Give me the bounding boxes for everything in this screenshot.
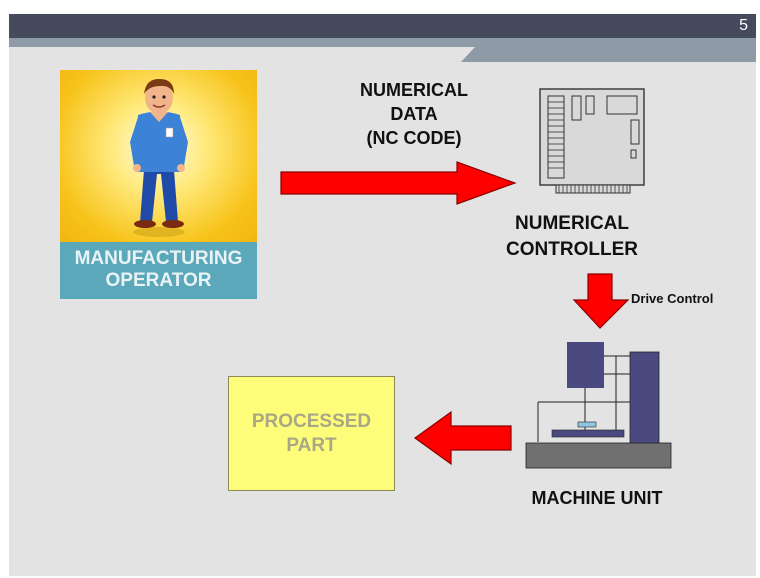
subtitle-bar [9,38,756,47]
operator-label: MANUFACTURING OPERATOR [60,242,257,299]
title-bar [9,14,756,38]
machine-unit-label: MACHINE UNIT [531,488,663,508]
controller-label: NUMERICAL CONTROLLER [497,211,647,263]
subtitle-tab-corner [461,47,475,62]
nc-data-line3: (NC CODE) [366,128,462,148]
operator-label-line1: MANUFACTURING [74,248,243,269]
processed-part-line2: PART [286,435,337,456]
drive-control-label: Drive Control [631,291,714,306]
controller-line1: NUMERICAL [515,213,629,234]
controller-circuit-board-icon [539,88,645,194]
controller-line2: CONTROLLER [506,239,638,260]
arrow-drive-control [572,273,630,329]
page-number: 5 [739,17,748,34]
processed-part-label: PROCESSED PART [229,410,394,458]
nc-data-label: NUMERICAL DATA (NC CODE) [329,78,499,150]
cnc-machine-icon [525,342,672,469]
slide: 5 [9,14,756,576]
arrow-to-processed-part [413,410,512,466]
nc-data-line1: NUMERICAL [360,80,468,100]
operator-figure [130,78,188,237]
operator-figure-icon [60,70,257,242]
processed-part-node: PROCESSED PART [228,376,395,491]
subtitle-tab [461,38,756,62]
operator-node: MANUFACTURING OPERATOR [60,70,257,299]
arrow-to-controller [280,161,517,205]
processed-part-line1: PROCESSED [251,411,372,432]
nc-data-line2: DATA [390,104,438,124]
operator-label-line2: OPERATOR [105,270,212,291]
